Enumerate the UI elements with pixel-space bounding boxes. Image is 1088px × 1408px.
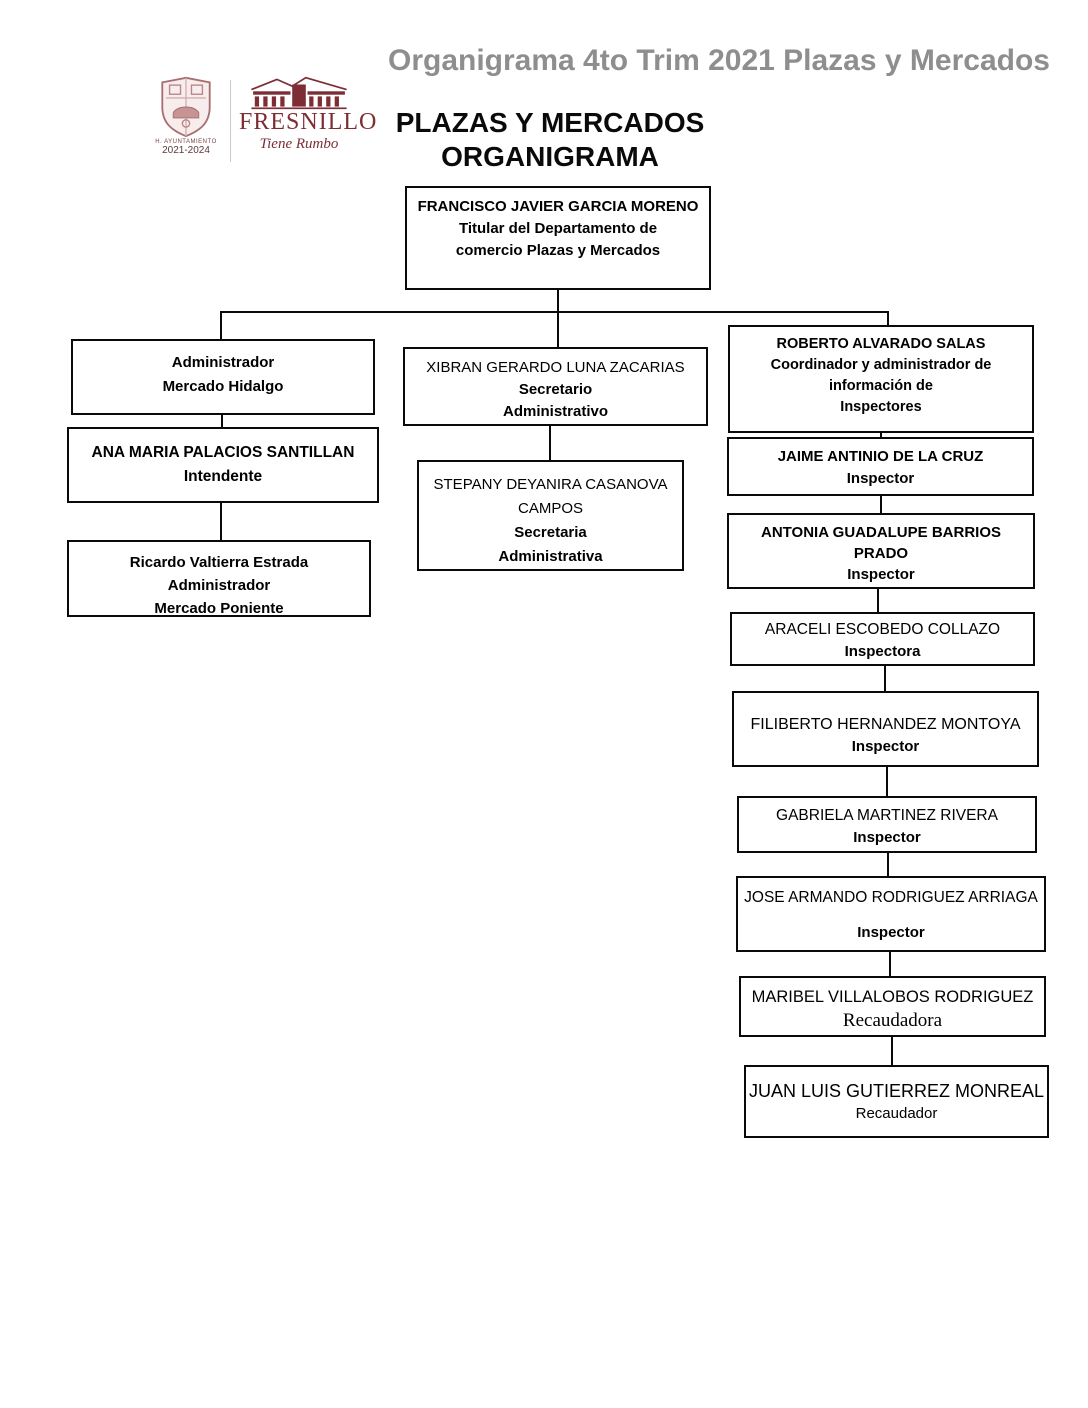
logo-divider (230, 80, 231, 162)
org-box-secretario-administrativo: XIBRAN GERARDO LUNA ZACARIAS Secretario … (403, 347, 708, 426)
person-name: JAIME ANTINIO DE LA CRUZ (777, 448, 984, 465)
seal-caption: H. AYUNTAMIENTO (155, 139, 217, 145)
person-name: JUAN LUIS GUTIERREZ MONREAL (748, 1081, 1045, 1101)
person-role: Inspector (851, 738, 920, 755)
person-name: ANTONIA GUADALUPE BARRIOS (760, 524, 1001, 541)
org-box-inspector-jose: JOSE ARMANDO RODRIGUEZ ARRIAGA Inspector (736, 876, 1046, 952)
org-box-inspector-filiberto: FILIBERTO HERNANDEZ MONTOYA Inspector (732, 691, 1039, 767)
connector-line (549, 426, 551, 462)
org-box-recaudadora: MARIBEL VILLALOBOS RODRIGUEZ Recaudadora (739, 976, 1046, 1037)
person-role: Secretaria (514, 524, 587, 541)
person-name: ROBERTO ALVARADO SALAS (776, 336, 986, 352)
person-name: ARACELI ESCOBEDO COLLAZO (764, 621, 1001, 638)
person-name: FILIBERTO HERNANDEZ MONTOYA (750, 716, 1021, 733)
bridge-icon (251, 76, 347, 110)
page-heading-line1: PLAZAS Y MERCADOS (395, 107, 705, 138)
person-role: Inspectores (840, 399, 922, 415)
org-box-inspector-gabriela: GABRIELA MARTINEZ RIVERA Inspector (737, 796, 1037, 853)
person-name: PRADO (853, 545, 909, 562)
person-role: información de (829, 378, 933, 394)
page-heading: PLAZAS Y MERCADOS ORGANIGRAMA (330, 106, 770, 174)
connector-line (557, 290, 559, 313)
brand-block: FRESNILLO Tiene Rumbo (239, 76, 378, 153)
connector-line (220, 311, 222, 341)
person-role: Inspector (857, 924, 925, 941)
connector-line (557, 311, 559, 349)
person-role: Inspector (847, 566, 915, 583)
connector-line (880, 431, 882, 439)
page-heading-line2: ORGANIGRAMA (441, 141, 659, 172)
person-role: Mercado Hidalgo (162, 378, 284, 395)
person-name: XIBRAN GERARDO LUNA ZACARIAS (426, 359, 685, 376)
org-box-admin-mercado-hidalgo: Administrador Mercado Hidalgo (71, 339, 375, 415)
fresnillo-logo: H. AYUNTAMIENTO 2021-2024 FRESNILLO (150, 76, 378, 172)
person-name: GABRIELA MARTINEZ RIVERA (776, 807, 998, 824)
brand-name: FRESNILLO (239, 109, 378, 135)
person-name: MARIBEL VILLALOBOS RODRIGUEZ (751, 988, 1034, 1006)
connector-line (889, 952, 891, 978)
coat-of-arms-icon (161, 76, 211, 138)
org-box-admin-mercado-poniente: Ricardo Valtierra Estrada Administrador … (67, 540, 371, 617)
org-box-intendente: ANA MARIA PALACIOS SANTILLAN Intendente (67, 427, 379, 503)
org-box-recaudador: JUAN LUIS GUTIERREZ MONREAL Recaudador (744, 1065, 1049, 1138)
person-name: Ricardo Valtierra Estrada (129, 554, 309, 571)
connector-line (877, 589, 879, 614)
person-name: STEPANY DEYANIRA CASANOVA (433, 476, 668, 493)
connector-line (887, 853, 889, 878)
connector-line (220, 503, 222, 542)
person-name: JOSE ARMANDO RODRIGUEZ ARRIAGA (744, 889, 1038, 906)
person-role: Administrador (171, 354, 275, 371)
report-title: Organigrama 4to Trim 2021 Plazas y Merca… (388, 44, 1050, 77)
person-role: Titular del Departamento de (458, 220, 658, 237)
person-role: Inspectora (844, 643, 921, 660)
person-role: Recaudadora (842, 1010, 943, 1031)
connector-line (880, 496, 882, 515)
person-role: Administrativo (502, 403, 608, 420)
org-box-inspector-antonia: ANTONIA GUADALUPE BARRIOS PRADO Inspecto… (727, 513, 1035, 589)
person-role: Administrador (167, 577, 271, 594)
person-role: Coordinador y administrador de (770, 357, 992, 373)
person-role: Recaudador (855, 1105, 938, 1122)
org-box-inspectora-araceli: ARACELI ESCOBEDO COLLAZO Inspectora (730, 612, 1035, 666)
org-box-coordinador-inspectores: ROBERTO ALVARADO SALAS Coordinador y adm… (728, 325, 1034, 433)
person-name: FRANCISCO JAVIER GARCIA MORENO (417, 198, 699, 215)
connector-line (220, 311, 889, 313)
person-role: Inspector (853, 829, 921, 846)
person-role: Inspector (846, 470, 915, 487)
connector-line (884, 666, 886, 693)
person-role: Secretario (518, 381, 593, 398)
connector-line (221, 415, 223, 429)
person-role: Intendente (183, 468, 263, 485)
brand-tagline: Tiene Rumbo (259, 136, 339, 152)
connector-line (887, 311, 889, 327)
person-role: Administrativa (498, 548, 603, 565)
connector-line (886, 767, 888, 798)
org-box-titular: FRANCISCO JAVIER GARCIA MORENO Titular d… (405, 186, 711, 290)
person-role: Mercado Poniente (154, 600, 284, 617)
connector-line (891, 1037, 893, 1067)
person-role: comercio Plazas y Mercados (455, 242, 661, 259)
coat-of-arms: H. AYUNTAMIENTO 2021-2024 (150, 76, 222, 156)
person-name: CAMPOS (517, 500, 583, 517)
org-box-secretaria-administrativa: STEPANY DEYANIRA CASANOVA CAMPOS Secreta… (417, 460, 684, 571)
person-name: ANA MARIA PALACIOS SANTILLAN (91, 444, 355, 461)
seal-years: 2021-2024 (162, 145, 210, 156)
org-box-inspector-jaime: JAIME ANTINIO DE LA CRUZ Inspector (727, 437, 1034, 496)
